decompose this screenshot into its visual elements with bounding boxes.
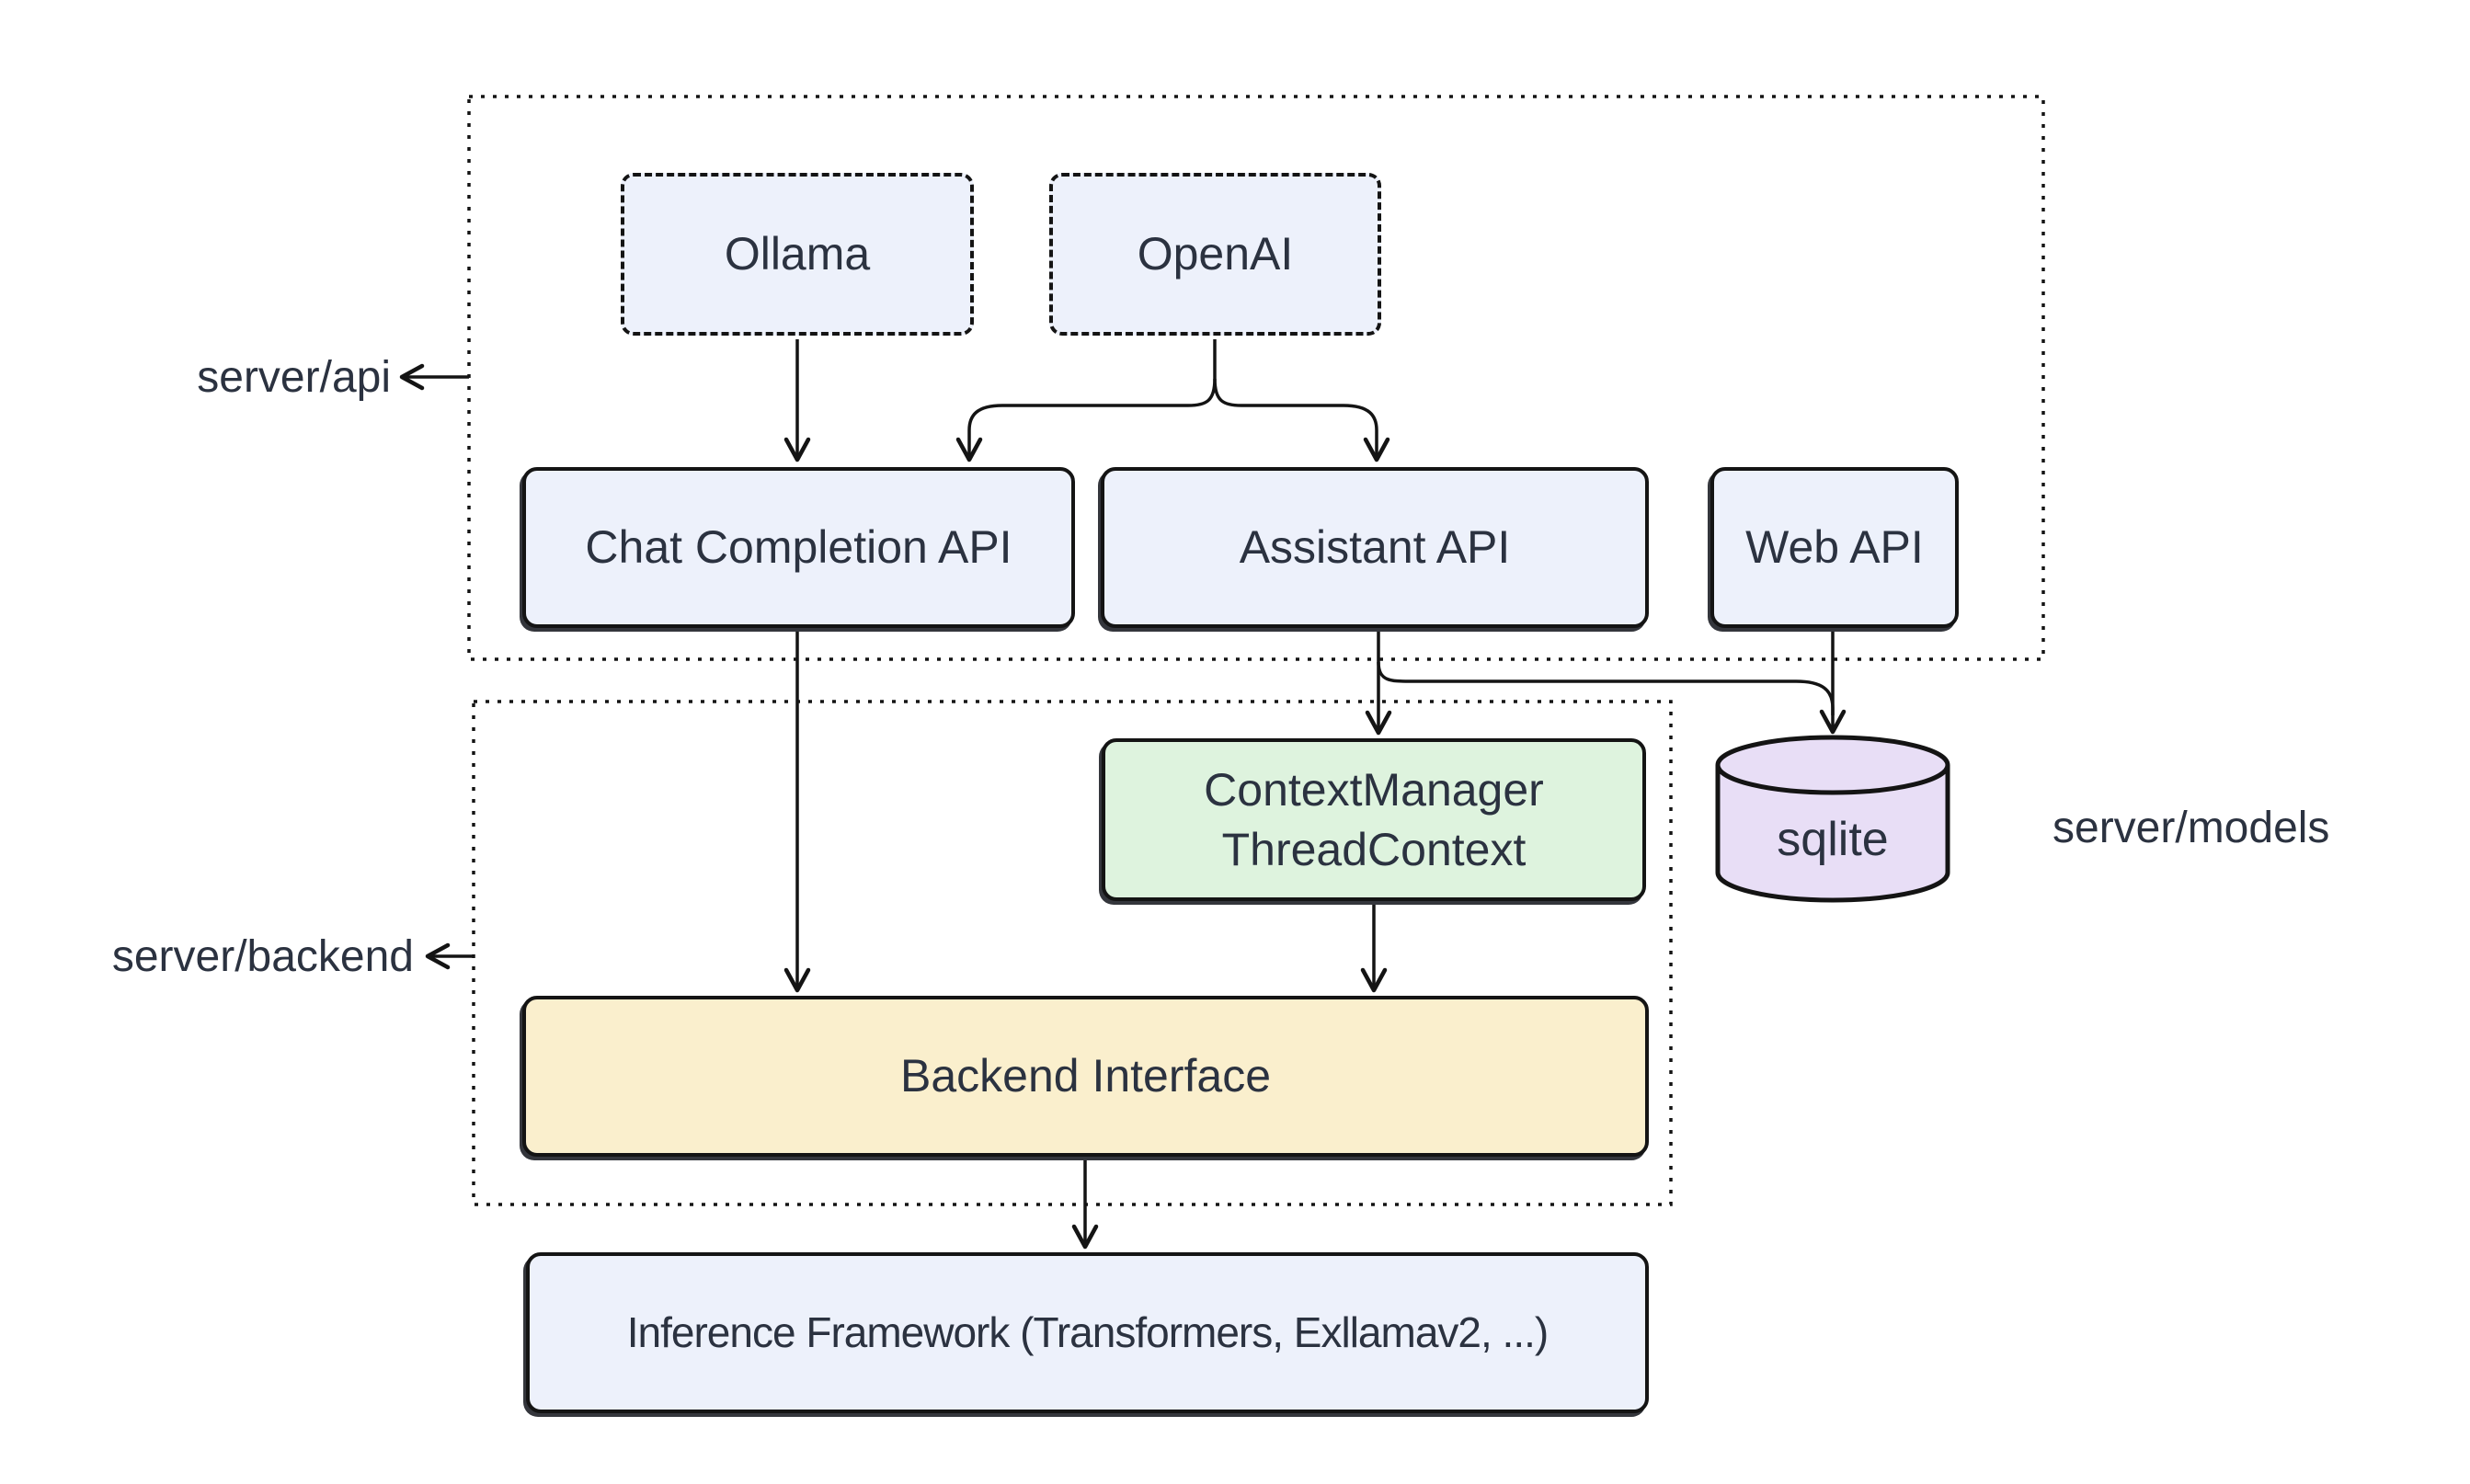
node-openai-label: OpenAI [1137,228,1294,280]
node-web-api-label: Web API [1745,521,1924,573]
label-server-backend-text: server/backend [111,931,414,981]
node-web-api: Web API [1710,467,1959,628]
node-ollama-label: Ollama [724,228,871,280]
node-chat-completion-api-label: Chat Completion API [585,521,1012,573]
label-server-api: server/api [110,345,391,409]
node-assistant-api-label: Assistant API [1239,521,1511,573]
label-server-backend: server/backend [55,924,414,988]
edge-assistant-to-sqlite [1377,661,1835,715]
node-chat-completion-api: Chat Completion API [522,467,1075,628]
node-backend-interface-label: Backend Interface [899,1050,1272,1102]
node-sqlite-label: sqlite [1718,805,1948,873]
label-server-api-text: server/api [197,352,391,402]
node-ollama: Ollama [621,173,974,336]
sqlite-cylinder [1715,735,1950,903]
edge-openai-to-assistant [1213,378,1390,462]
node-context-manager: ContextManager ThreadContext [1102,738,1646,901]
node-assistant-api: Assistant API [1101,467,1649,628]
label-server-models: server/models [2053,795,2329,860]
server-backend-container [472,700,1673,1206]
node-backend-interface: Backend Interface [522,996,1649,1157]
node-openai: OpenAI [1049,173,1381,336]
node-inference-framework-label: Inference Framework (Transformers, Exlla… [626,1307,1549,1356]
label-server-models-text: server/models [2053,803,2330,852]
edge-openai-to-chat-completion [955,378,1217,462]
node-context-manager-line2: ThreadContext [1221,823,1527,875]
node-context-manager-line1: ContextManager [1204,763,1544,816]
diagram-edges [399,339,1847,1250]
node-inference-framework: Inference Framework (Transformers, Exlla… [526,1252,1649,1413]
sqlite-text: sqlite [1777,812,1889,866]
